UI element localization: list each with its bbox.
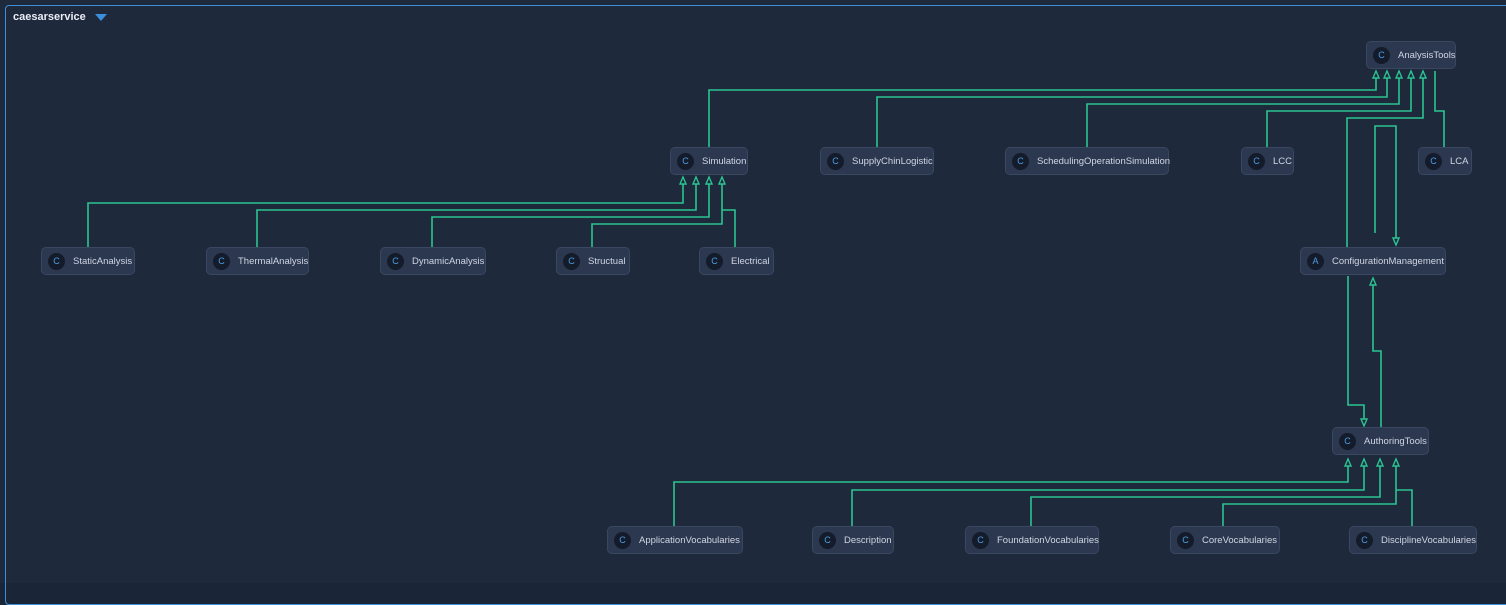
class-node-simulation[interactable]: C Simulation	[670, 147, 748, 175]
class-badge-icon: C	[1373, 46, 1390, 64]
class-node-staticanalysis[interactable]: C StaticAnalysis	[41, 247, 135, 275]
edge-configurationmanagement-to-analysistools	[1346, 71, 1424, 250]
class-label: ApplicationVocabularies	[639, 534, 740, 546]
edge-supplychinlogistic-to-analysistools	[876, 71, 1388, 150]
class-badge-icon: C	[1248, 152, 1265, 170]
relationship-edges	[87, 69, 1445, 527]
class-node-dynamicanalysis[interactable]: C DynamicAnalysis	[380, 247, 486, 275]
class-label: AnalysisTools	[1398, 49, 1456, 61]
arrowhead-analysistools-2	[1382, 69, 1392, 79]
class-label: DisciplineVocabularies	[1381, 534, 1477, 546]
class-label: LCA	[1450, 155, 1469, 167]
class-label: Structual	[588, 255, 626, 267]
class-node-electrical[interactable]: C Electrical	[699, 247, 774, 275]
class-node-analysistools[interactable]: C AnalysisTools	[1366, 41, 1456, 69]
class-label: Simulation	[702, 155, 747, 167]
class-badge-icon: C	[827, 152, 844, 170]
class-node-disciplinevocabularies[interactable]: C DisciplineVocabularies	[1349, 526, 1477, 554]
edge-staticanalysis-to-simulation	[87, 177, 684, 250]
class-label: SchedulingOperationSimulation	[1037, 155, 1171, 167]
arrowhead-authoringtools-2	[1359, 457, 1369, 467]
edge-simulation-to-analysistools	[708, 71, 1377, 150]
class-badge-icon: C	[706, 252, 723, 270]
class-badge-icon: C	[48, 252, 65, 270]
class-node-supplychinlogistic[interactable]: C SupplyChinLogistic	[820, 147, 934, 175]
edge-disciplinevocabularies-to-authoringtools	[1396, 489, 1413, 527]
class-node-schedulingoperationsimulation[interactable]: C SchedulingOperationSimulation	[1005, 147, 1171, 175]
class-label: CoreVocabularies	[1202, 534, 1277, 546]
class-node-description[interactable]: C Description	[812, 526, 894, 554]
class-node-lca[interactable]: C LCA	[1418, 147, 1472, 175]
arrowhead-configurationmanagement-down	[1391, 237, 1401, 247]
arrowhead-analysistools-5	[1418, 69, 1428, 79]
edge-foundationvocabularies-to-authoringtools	[1030, 459, 1381, 527]
class-badge-icon: C	[1425, 152, 1442, 170]
edge-corevocabularies-to-authoringtools	[1222, 459, 1397, 527]
edge-lca-to-analysistools	[1434, 71, 1445, 150]
class-badge-icon: C	[677, 152, 694, 170]
class-badge-icon: C	[387, 252, 404, 270]
class-label: ConfigurationManagement	[1332, 255, 1444, 267]
class-node-applicationvocabularies[interactable]: C ApplicationVocabularies	[607, 526, 743, 554]
edge-analysistools-to-configurationmanagement	[1374, 125, 1397, 243]
edge-electrical-to-simulation	[722, 209, 736, 250]
arrowhead-simulation-4	[717, 175, 727, 185]
class-badge-icon: C	[1177, 531, 1194, 549]
arrowhead-analysistools-1	[1371, 69, 1381, 79]
package-header[interactable]: caesarservice	[13, 11, 108, 23]
class-node-lcc[interactable]: C LCC	[1241, 147, 1294, 175]
arrowhead-authoringtools-1	[1343, 457, 1353, 467]
class-node-thermalanalysis[interactable]: C ThermalAnalysis	[206, 247, 309, 275]
class-badge-icon: C	[1356, 531, 1373, 549]
edge-applicationvocabularies-to-authoringtools	[673, 459, 1349, 527]
edge-dynamicanalysis-to-simulation	[431, 177, 710, 250]
arrowhead-simulation-1	[678, 175, 688, 185]
edge-authoringtools-to-configurationmanagement	[1372, 280, 1382, 429]
edge-thermalanalysis-to-simulation	[256, 177, 697, 250]
class-badge-icon: C	[614, 531, 631, 549]
arrowhead-analysistools-4	[1406, 69, 1416, 79]
class-node-structual[interactable]: C Structual	[556, 247, 630, 275]
class-label: Description	[844, 534, 892, 546]
class-node-configurationmanagement[interactable]: A ConfigurationManagement	[1300, 247, 1446, 275]
class-badge-icon: C	[1012, 152, 1029, 170]
class-label: StaticAnalysis	[73, 255, 133, 267]
class-label: LCC	[1273, 155, 1293, 167]
edge-configurationmanagement-to-authoringtools	[1347, 276, 1365, 422]
class-label: FoundationVocabularies	[997, 534, 1099, 546]
class-badge-icon: C	[819, 531, 836, 549]
class-label: ThermalAnalysis	[238, 255, 309, 267]
chevron-down-icon[interactable]	[94, 13, 108, 22]
class-badge-icon: C	[213, 252, 230, 270]
edge-description-to-authoringtools	[851, 459, 1365, 527]
class-node-foundationvocabularies[interactable]: C FoundationVocabularies	[965, 526, 1099, 554]
edge-structual-to-simulation	[591, 177, 723, 250]
class-badge-icon: C	[1339, 432, 1356, 450]
arrowhead-authoringtools-down	[1359, 418, 1369, 428]
arrowhead-authoringtools-4	[1391, 457, 1401, 467]
class-label: SupplyChinLogistic	[852, 155, 933, 167]
class-node-authoringtools[interactable]: C AuthoringTools	[1332, 427, 1429, 455]
class-node-corevocabularies[interactable]: C CoreVocabularies	[1170, 526, 1280, 554]
class-label: AuthoringTools	[1364, 435, 1427, 447]
class-badge-icon: C	[563, 252, 580, 270]
arrowhead-analysistools-3	[1394, 69, 1404, 79]
arrowhead-configurationmanagement-up	[1368, 276, 1378, 286]
arrowhead-authoringtools-3	[1375, 457, 1385, 467]
edge-schedulingoperationsimulation-to-analysistools	[1086, 71, 1400, 150]
abstract-badge-icon: A	[1307, 252, 1324, 270]
class-badge-icon: C	[972, 531, 989, 549]
package-title: caesarservice	[13, 11, 86, 23]
arrowhead-simulation-2	[691, 175, 701, 185]
class-label: Electrical	[731, 255, 770, 267]
arrowhead-simulation-3	[704, 175, 714, 185]
edge-lcc-to-analysistools	[1266, 71, 1412, 150]
class-label: DynamicAnalysis	[412, 255, 485, 267]
